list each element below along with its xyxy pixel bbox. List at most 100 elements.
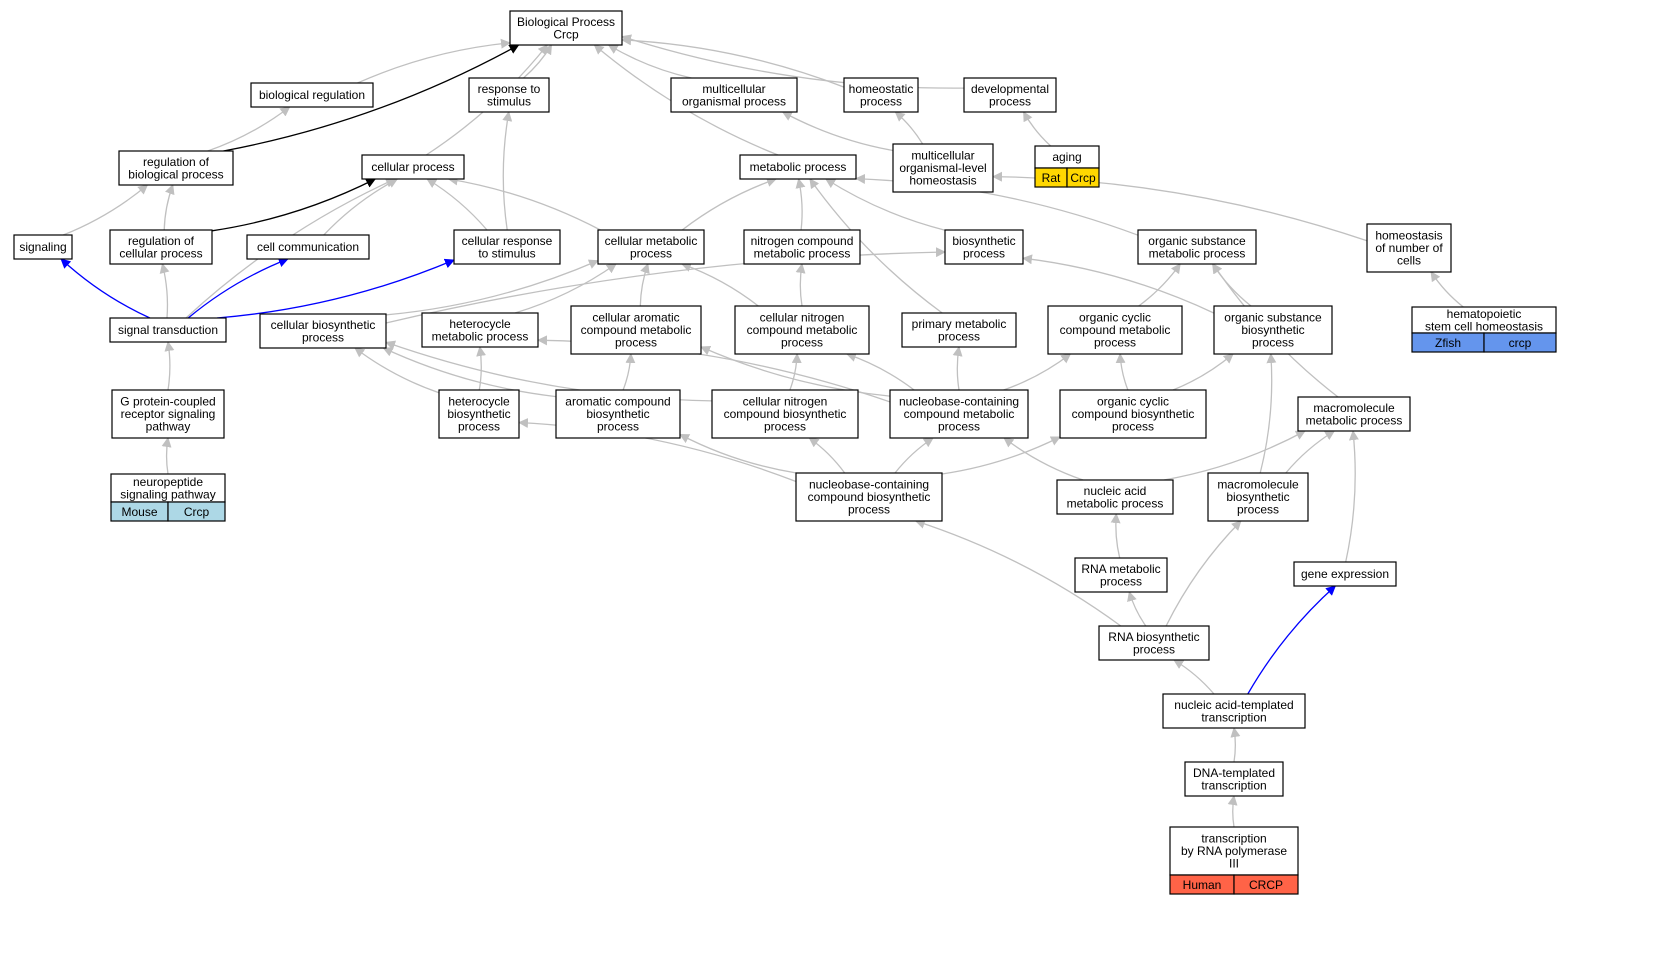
edge-bioreg-to-bp (357, 38, 511, 84)
edge-rnabio-to-rnametab (1127, 591, 1147, 627)
node-label: homeostasis (909, 174, 976, 188)
node-label: organismal-level (899, 161, 986, 175)
edge-biosyn-to-metab (825, 178, 946, 231)
node-bioreg[interactable]: biological regulation (250, 82, 374, 108)
node-box (1098, 625, 1210, 661)
node-metab[interactable]: metabolic process (739, 154, 857, 180)
node-box (1047, 305, 1183, 355)
node-box (963, 77, 1057, 113)
node-box (892, 143, 994, 193)
edge-signaling-to-regbio (62, 184, 149, 236)
edge-cellresp-to-cellproc (426, 178, 488, 231)
edge-trans3-to-dnatemp (1227, 795, 1238, 828)
node-signaling[interactable]: signaling (13, 234, 73, 260)
edge-cellresp-to-resp (502, 111, 513, 231)
edge-rnabio-to-macrobio (1165, 520, 1242, 627)
edge-hema-to-homeonum (1430, 271, 1464, 308)
node-label: compound biosynthetic (808, 490, 931, 504)
edge-regcell-to-regbio (163, 184, 175, 231)
node-box (259, 313, 387, 349)
node-box (739, 154, 857, 180)
node-label: receptor signaling (121, 407, 216, 421)
edge-arombio-to-cellbiosyn (382, 347, 557, 398)
node-label: cellular nitrogen (743, 395, 828, 409)
node-label: organismal process (682, 94, 786, 108)
node-label: signaling (19, 240, 66, 254)
node-label: compound metabolic (747, 323, 858, 337)
node-label: process (1237, 503, 1279, 517)
node-label: biological regulation (259, 88, 365, 102)
node-box (453, 229, 561, 265)
node-box (109, 229, 213, 265)
node-box (361, 154, 465, 180)
node-label: process (848, 503, 890, 517)
node-sigtrans[interactable]: signal transduction (109, 317, 227, 343)
node-label: heterocycle (448, 395, 510, 409)
node-label: nucleic acid-templated (1174, 698, 1293, 712)
node-label: process (1252, 336, 1294, 350)
edge-sigtrans-to-cellcomm (187, 257, 289, 319)
node-box (246, 234, 370, 260)
node-box (1207, 472, 1309, 522)
node-box (1411, 306, 1557, 334)
annotation-label: CRCP (1249, 878, 1283, 892)
node-label: organic cyclic (1079, 311, 1151, 325)
edge-cellbiosyn-to-biosyn (385, 247, 946, 324)
edge-nuctemp-to-rnabio (1173, 659, 1215, 695)
node-label: cellular nitrogen (760, 311, 845, 325)
node-label: process (938, 420, 980, 434)
node-box (555, 389, 681, 439)
node-label: biosynthetic (1226, 490, 1289, 504)
node-cellproc[interactable]: cellular process (361, 154, 465, 180)
node-box (711, 389, 859, 439)
edge-nucleometab-to-primary (952, 346, 963, 391)
node-label: multicellular (702, 82, 765, 96)
edge-gpcr-to-sigtrans (164, 341, 175, 391)
node-label: compound metabolic (904, 407, 1015, 421)
node-label: metabolic process (1067, 496, 1164, 510)
node-geneexp[interactable]: gene expression (1293, 561, 1397, 587)
node-label: process (781, 336, 823, 350)
node-cellcomm[interactable]: cell communication (246, 234, 370, 260)
